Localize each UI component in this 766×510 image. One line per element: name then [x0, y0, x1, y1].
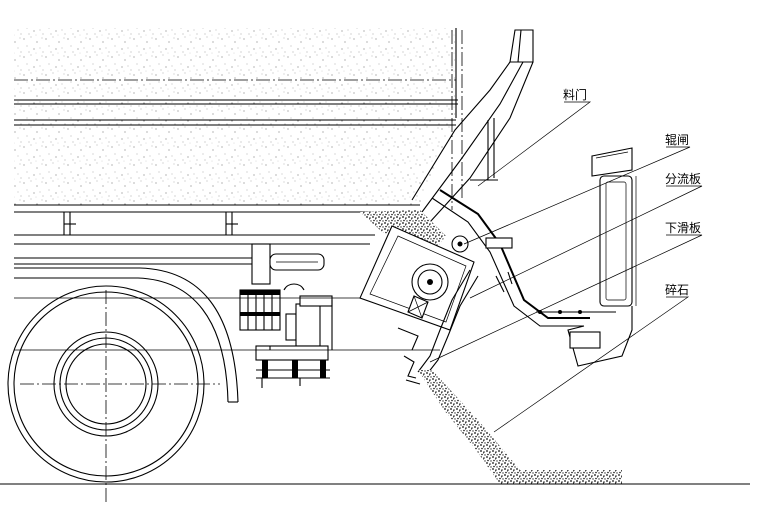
rear-container [536, 147, 637, 367]
hydraulic-unit [239, 283, 333, 388]
gravel-stream [418, 370, 622, 484]
spreader-housing [359, 225, 475, 385]
truck-body [14, 28, 463, 245]
label-lower-chute: 下滑板 [665, 221, 701, 235]
label-material-door: 料门 [563, 87, 587, 102]
label-gravel: 碎石 [665, 282, 689, 297]
leader-lines [429, 101, 703, 433]
label-roller-valve: 辊闸 [665, 133, 689, 147]
tailgate-frame [411, 29, 534, 223]
chute-plates [417, 189, 590, 379]
label-diverter-plate: 分流板 [665, 172, 701, 186]
chassis [14, 243, 325, 285]
rear-wheel [7, 267, 239, 505]
